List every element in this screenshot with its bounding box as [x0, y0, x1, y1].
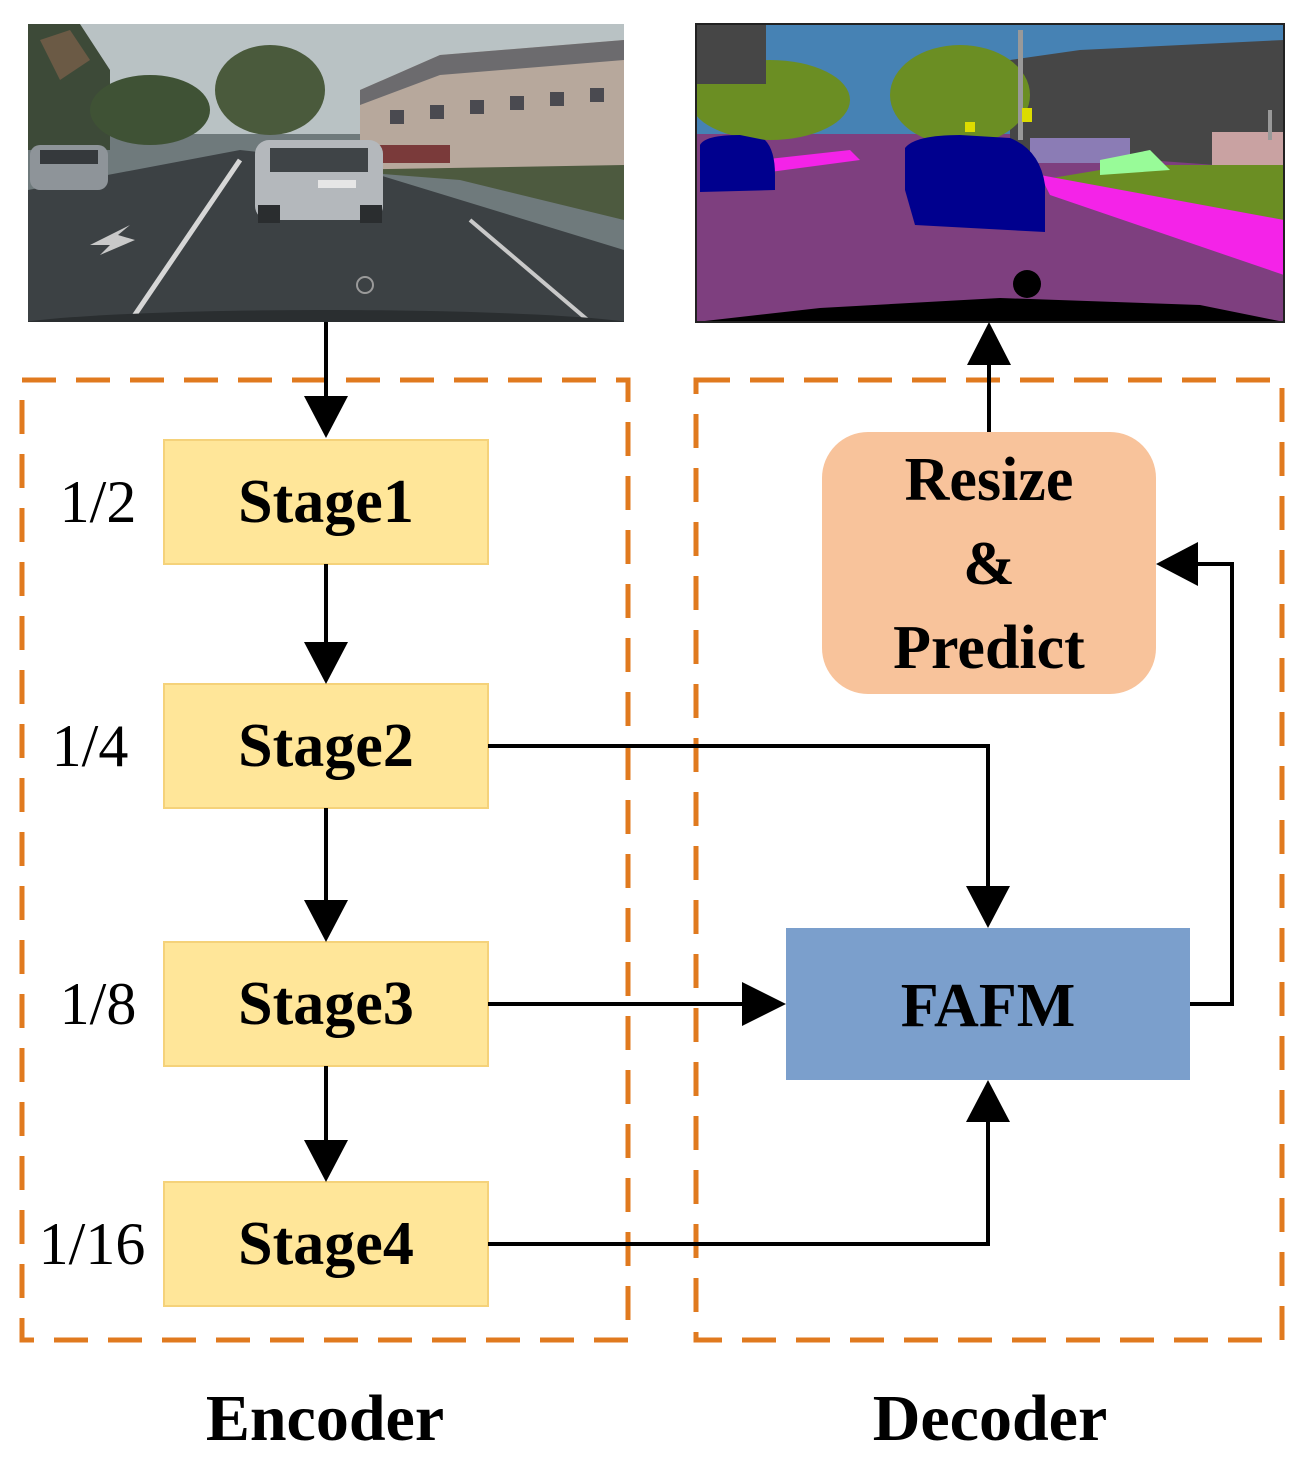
output-image-border [695, 23, 1285, 323]
arrowhead-down-stage2 [304, 642, 348, 684]
stage-box-2: Stage2 [163, 683, 489, 809]
stage-label: Stage1 [238, 468, 414, 536]
stage-label: Stage4 [238, 1210, 414, 1278]
arrows [324, 322, 1234, 1246]
stage-label: Stage3 [238, 970, 414, 1038]
arrowhead-up-output [967, 322, 1011, 365]
arrowhead-up-fafm [966, 1080, 1010, 1122]
scale-label-2: 1/4 [52, 713, 129, 779]
resize-line-1: Resize [905, 446, 1074, 514]
arrowhead-down-stage3 [304, 900, 348, 942]
decoder-caption: Decoder [873, 1382, 1108, 1455]
fafm-box: FAFM [786, 928, 1190, 1080]
arrow-stage4-to-fafm [488, 1119, 990, 1246]
arrowheads [304, 322, 1198, 1182]
resize-line-3: Predict [893, 614, 1085, 682]
scale-label-1: 1/2 [60, 469, 137, 535]
scale-label-3: 1/8 [60, 971, 137, 1037]
arrowhead-left-resize [1156, 542, 1198, 586]
arrow-stage2-to-fafm [488, 744, 990, 889]
arrow-fafm-to-resize [1190, 562, 1234, 1006]
arrowhead-down-fafm [966, 886, 1010, 928]
arrowhead-down-stage4 [304, 1140, 348, 1182]
encoder-caption: Encoder [206, 1382, 444, 1455]
arrowhead-right-fafm [742, 982, 786, 1026]
resize-predict-box: Resize & Predict [822, 432, 1156, 694]
stage-box-3: Stage3 [163, 941, 489, 1067]
arrowhead-down-stage1 [304, 396, 348, 438]
output-segmentation-image [696, 24, 1284, 322]
resize-line-2: & [963, 530, 1015, 598]
input-street-image [28, 24, 624, 322]
fafm-label: FAFM [901, 972, 1075, 1040]
stage-box-1: Stage1 [163, 439, 489, 565]
scale-label-4: 1/16 [39, 1211, 146, 1277]
stage-box-4: Stage4 [163, 1181, 489, 1307]
stage-label: Stage2 [238, 712, 414, 780]
